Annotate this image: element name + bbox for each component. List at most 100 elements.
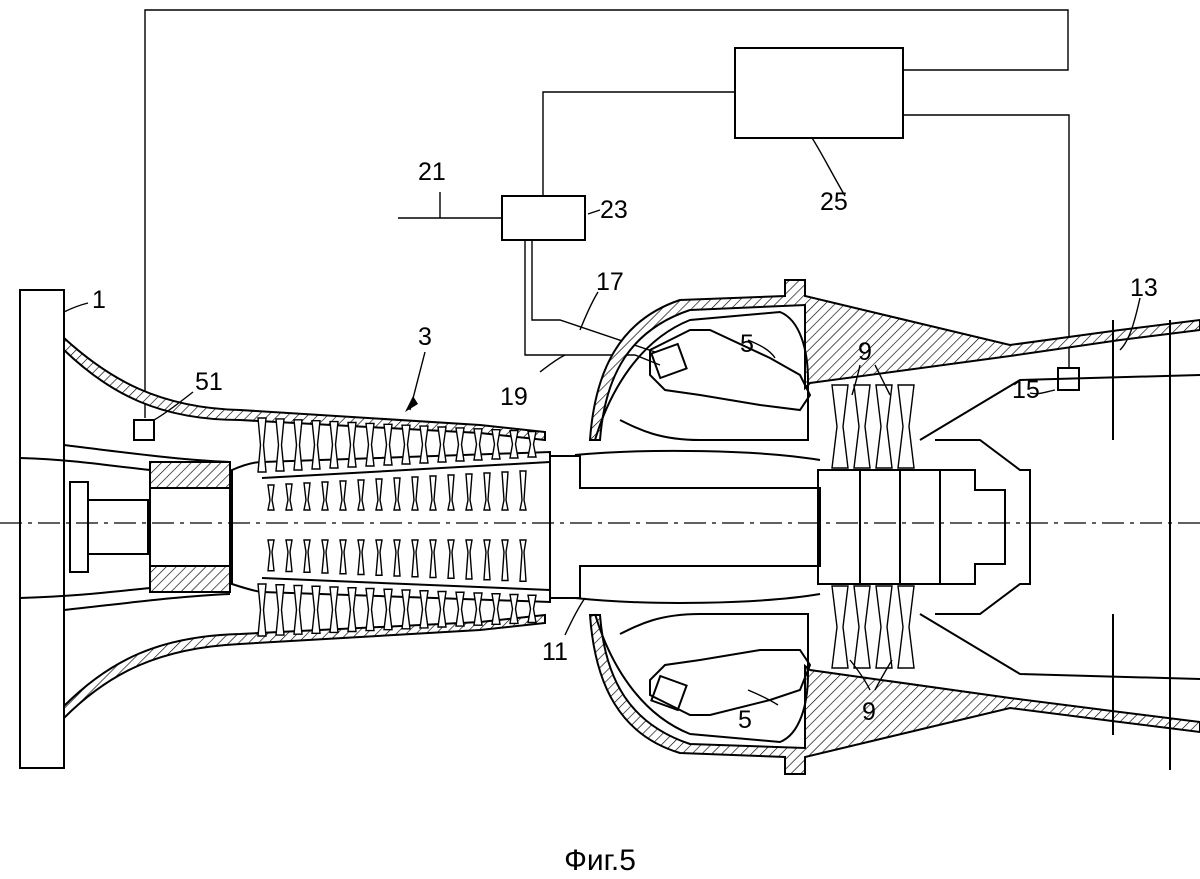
compressor-blade-lower [365, 587, 375, 632]
compressor-hub-line-top [261, 461, 551, 479]
compressor-blade-upper [347, 421, 357, 468]
exhaust-hub [919, 374, 1200, 680]
combustor-casing-top [588, 279, 1200, 441]
compressor-rotor-blade-lower [339, 539, 347, 575]
hot-gas-duct-bottom [574, 593, 821, 604]
compressor-blades [257, 417, 537, 637]
compressor-blade-lower [509, 593, 519, 625]
turbine-blades [831, 384, 915, 669]
compressor-rotor-blade-upper [357, 479, 365, 511]
label-11: 11 [542, 638, 568, 666]
compressor-blade-lower [257, 583, 267, 637]
inlet-casing-top [63, 335, 546, 442]
compressor-rotor-blade-upper [393, 477, 401, 511]
compressor-blade-lower [437, 590, 447, 628]
compressor-rotor-blade-lower [483, 539, 491, 581]
compressor-blade-lower [293, 584, 303, 635]
compressor-blade-lower [527, 594, 537, 624]
fuel-line-19 [524, 240, 661, 366]
compressor-rotor-blade-lower [267, 539, 275, 572]
shaft-coupling-flange [69, 481, 89, 573]
turbine-blade-lower [831, 585, 849, 669]
compressor-rotor-blade-upper [501, 471, 509, 511]
compressor-rotor-blade-upper [285, 483, 293, 511]
turbine-blade-lower [897, 585, 915, 669]
shaft-coupling [87, 499, 149, 555]
exhaust-cone [939, 469, 1006, 585]
compressor-rotor-blade-lower [519, 539, 527, 582]
compressor-blade-upper [527, 430, 537, 458]
turbine-blade-upper [831, 384, 849, 469]
compressor-blade-upper [275, 418, 285, 472]
compressor-rotor-blade-lower [501, 539, 509, 582]
label-3: 3 [418, 323, 432, 351]
bearing-housing-bottom [149, 565, 231, 593]
turbine-blade-upper [875, 384, 893, 469]
combustor-liner-bottom [594, 613, 809, 744]
combustor-liner-top [594, 310, 809, 441]
shaft-front [149, 487, 231, 567]
label-51: 51 [195, 368, 223, 396]
compressor-rotor-blade-upper [411, 476, 419, 511]
compressor-blade-upper [257, 417, 267, 473]
inlet-flange [19, 289, 65, 769]
sensor-51 [133, 419, 155, 441]
compressor-rotor-blade-lower [393, 539, 401, 577]
inlet-inner-top [19, 457, 151, 471]
fuel-line-17 [531, 240, 656, 353]
turbine-blade-upper [897, 384, 915, 469]
compressor-rotor-blade-lower [321, 539, 329, 574]
compressor-blade-lower [347, 587, 357, 633]
compressor-rotor-blade-upper [519, 470, 527, 511]
fuel-valve-box [501, 195, 586, 241]
compressor-rotor-blade-lower [411, 539, 419, 578]
compressor-blade-lower [473, 592, 483, 626]
exhaust-inner [935, 439, 1031, 615]
inlet-inner-bottom [19, 587, 151, 599]
compressor-rotor-blade-lower [447, 539, 455, 579]
compressor-rotor-blade-lower [357, 539, 365, 576]
compressor-rotor-blade-lower [375, 539, 383, 576]
signal-line-sensor-51 [144, 9, 1069, 418]
compressor-blade-lower [329, 586, 339, 634]
compressor-rotor-blade-upper [483, 472, 491, 511]
compressor-blade-lower [491, 593, 501, 625]
compressor-blade-lower [311, 585, 321, 634]
burner-bottom-nozzle [650, 674, 688, 712]
label-19: 19 [500, 383, 528, 411]
compressor-rotor-blade-upper [447, 474, 455, 511]
gas-turbine-body [0, 279, 1200, 775]
compressor-rotor-blade-lower [285, 539, 293, 573]
compressor-rotor-blade-upper [267, 484, 275, 511]
compressor-blade-upper [365, 422, 375, 467]
compressor-blade-upper [293, 419, 303, 471]
compressor-blade-upper [401, 424, 411, 465]
compressor-rotor [231, 450, 551, 604]
controller-box [734, 47, 904, 139]
compressor-rotor-blade-upper [465, 473, 473, 511]
compressor-blade-upper [311, 420, 321, 470]
signal-line-sensor-15 [903, 114, 1070, 368]
label-9-top: 9 [858, 338, 872, 366]
compressor-blade-upper [509, 429, 519, 459]
bearing-housing-top [149, 461, 231, 489]
turbine-blade-upper [853, 384, 871, 469]
compressor-blade-upper [419, 425, 429, 464]
compressor-rotor-blade-upper [339, 480, 347, 511]
label-21: 21 [418, 158, 446, 186]
compressor-rotor-blade-lower [429, 539, 437, 579]
label-1: 1 [92, 286, 106, 314]
center-shaft [550, 455, 821, 599]
compressor-blade-upper [491, 429, 501, 460]
label-13: 13 [1130, 274, 1158, 302]
compressor-blade-upper [455, 427, 465, 462]
inlet-hub-top [63, 444, 231, 463]
compressor-rotor-blade-lower [465, 539, 473, 580]
compressor-rotor-blade-upper [429, 475, 437, 511]
compressor-blade-upper [473, 428, 483, 461]
compressor-rotor-blade-upper [321, 481, 329, 511]
compressor-rotor-blade-lower [303, 539, 311, 573]
label-9-bottom: 9 [862, 698, 876, 726]
burner-bottom [649, 649, 812, 716]
